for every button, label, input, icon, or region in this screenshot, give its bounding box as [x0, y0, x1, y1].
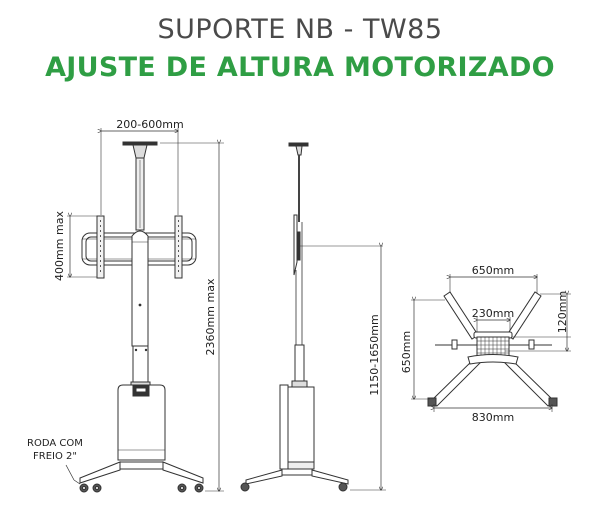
top-view — [411, 274, 571, 412]
bottom-width-label: 830mm — [472, 411, 514, 424]
front-view — [65, 128, 224, 493]
vesa-height-label: 400mm max — [53, 211, 66, 281]
depth-label: 650mm — [400, 331, 413, 373]
inner-width-label: 230mm — [472, 307, 514, 320]
offset-label: 120mm — [556, 291, 569, 333]
total-height-label: 2360mm max — [204, 278, 217, 355]
caster-note-line2: FREIO 2" — [33, 451, 77, 462]
top-width-label: 650mm — [472, 264, 514, 277]
product-title: SUPORTE NB - TW85 — [157, 14, 443, 45]
product-subtitle: AJUSTE DE ALTURA MOTORIZADO — [45, 52, 555, 83]
caster-note-line1: RODA COM — [27, 438, 83, 449]
side-view — [240, 142, 386, 492]
height-range-label: 1150-1650mm — [368, 314, 381, 395]
width-range-label: 200-600mm — [116, 118, 183, 131]
